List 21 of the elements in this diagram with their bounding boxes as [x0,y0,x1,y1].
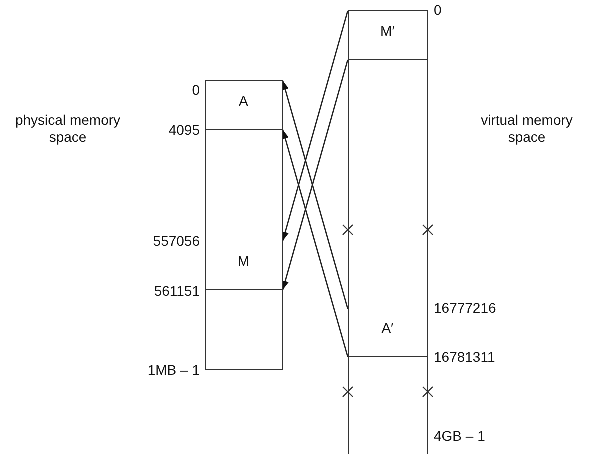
region-label: A′ [380,320,395,338]
mapping-arrow [282,80,349,310]
address-label: 561151 [154,283,200,299]
address-label: 16781311 [434,349,496,365]
address-label: 0 [434,2,442,18]
region-label: M′ [380,22,396,40]
address-label: 4GB – 1 [434,428,486,444]
column-caption: virtual memory space [480,112,574,146]
mapping-arrow [282,60,349,290]
memory-column [348,10,428,454]
mapping-arrow [282,130,349,358]
memory-column [205,80,283,370]
address-label: 1MB – 1 [148,362,200,378]
address-label: 4095 [168,122,200,138]
region-label: M [236,252,251,270]
mapping-arrow [282,10,349,242]
address-label: 557056 [153,233,200,249]
address-label: 16777216 [434,300,496,316]
column-caption: physical memory space [14,112,122,146]
region-label: A [238,92,250,110]
address-label: 0 [192,82,200,98]
